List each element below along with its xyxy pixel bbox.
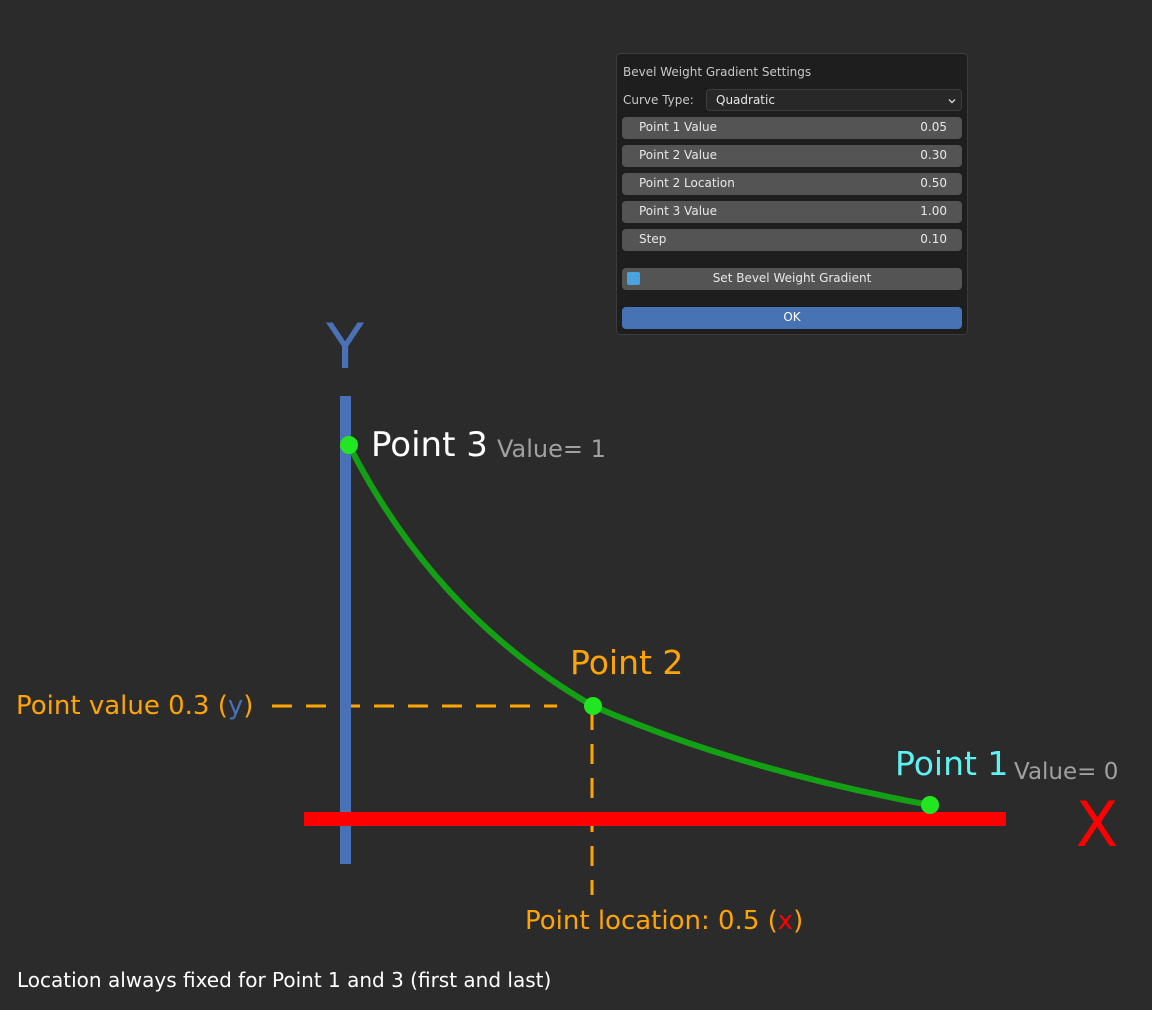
ok-button[interactable]: OK bbox=[622, 307, 962, 329]
footnote-caption: Location always fixed for Point 1 and 3 … bbox=[17, 968, 552, 992]
curve-type-select[interactable]: Quadratic bbox=[706, 89, 962, 111]
bevel-weight-dialog: Bevel Weight Gradient Settings Curve Typ… bbox=[616, 53, 968, 335]
field-label: Point 3 Value bbox=[639, 204, 718, 218]
point-value-var: y bbox=[228, 691, 243, 721]
gradient-curve bbox=[346, 442, 933, 808]
point-1-value: Value= 0 bbox=[1014, 759, 1118, 785]
curve-type-label: Curve Type: bbox=[623, 93, 694, 107]
dialog-title: Bevel Weight Gradient Settings bbox=[623, 65, 812, 79]
point-3-value-field[interactable]: Point 3 Value 1.00 bbox=[622, 201, 962, 223]
point-location-suffix: ) bbox=[793, 906, 803, 936]
point-value-prefix: Point value 0.3 ( bbox=[16, 691, 228, 721]
point-value-annotation: Point value 0.3 (y) bbox=[16, 691, 253, 721]
x-axis bbox=[304, 812, 1006, 826]
step-field[interactable]: Step 0.10 bbox=[622, 229, 962, 251]
field-value: 0.05 bbox=[920, 120, 947, 134]
point-2-location-field[interactable]: Point 2 Location 0.50 bbox=[622, 173, 962, 195]
field-value: 0.30 bbox=[920, 148, 947, 162]
point-1-marker bbox=[921, 796, 939, 814]
set-bevel-weight-gradient-button[interactable]: Set Bevel Weight Gradient bbox=[622, 268, 962, 290]
point-3-value: Value= 1 bbox=[497, 435, 606, 463]
checkbox-icon[interactable] bbox=[627, 272, 640, 285]
field-label: Point 2 Value bbox=[639, 148, 718, 162]
point-location-prefix: Point location: 0.5 ( bbox=[525, 906, 778, 936]
y-axis-label: Y bbox=[325, 310, 364, 383]
field-label: Point 2 Location bbox=[639, 176, 735, 190]
point-1-label: Point 1 bbox=[895, 744, 1008, 783]
set-bevel-weight-gradient-label: Set Bevel Weight Gradient bbox=[712, 271, 872, 285]
point-2-value-field[interactable]: Point 2 Value 0.30 bbox=[622, 145, 962, 167]
x-axis-label: X bbox=[1076, 788, 1118, 861]
field-value: 0.50 bbox=[920, 176, 947, 190]
field-value: 0.10 bbox=[920, 232, 947, 246]
chevron-down-icon bbox=[947, 95, 957, 109]
curve-type-value: Quadratic bbox=[716, 93, 775, 107]
point-location-var: x bbox=[778, 906, 793, 936]
field-label: Point 1 Value bbox=[639, 120, 718, 134]
point-3-marker bbox=[340, 436, 358, 454]
point-location-annotation: Point location: 0.5 (x) bbox=[525, 906, 803, 936]
point-2-marker bbox=[584, 697, 602, 715]
ok-label: OK bbox=[783, 310, 801, 324]
point-1-value-field[interactable]: Point 1 Value 0.05 bbox=[622, 117, 962, 139]
field-label: Step bbox=[639, 232, 667, 246]
field-value: 1.00 bbox=[920, 204, 947, 218]
y-axis bbox=[340, 396, 351, 864]
point-2-label: Point 2 bbox=[570, 643, 683, 682]
point-3-label: Point 3 bbox=[371, 425, 488, 465]
point-value-suffix: ) bbox=[243, 691, 253, 721]
